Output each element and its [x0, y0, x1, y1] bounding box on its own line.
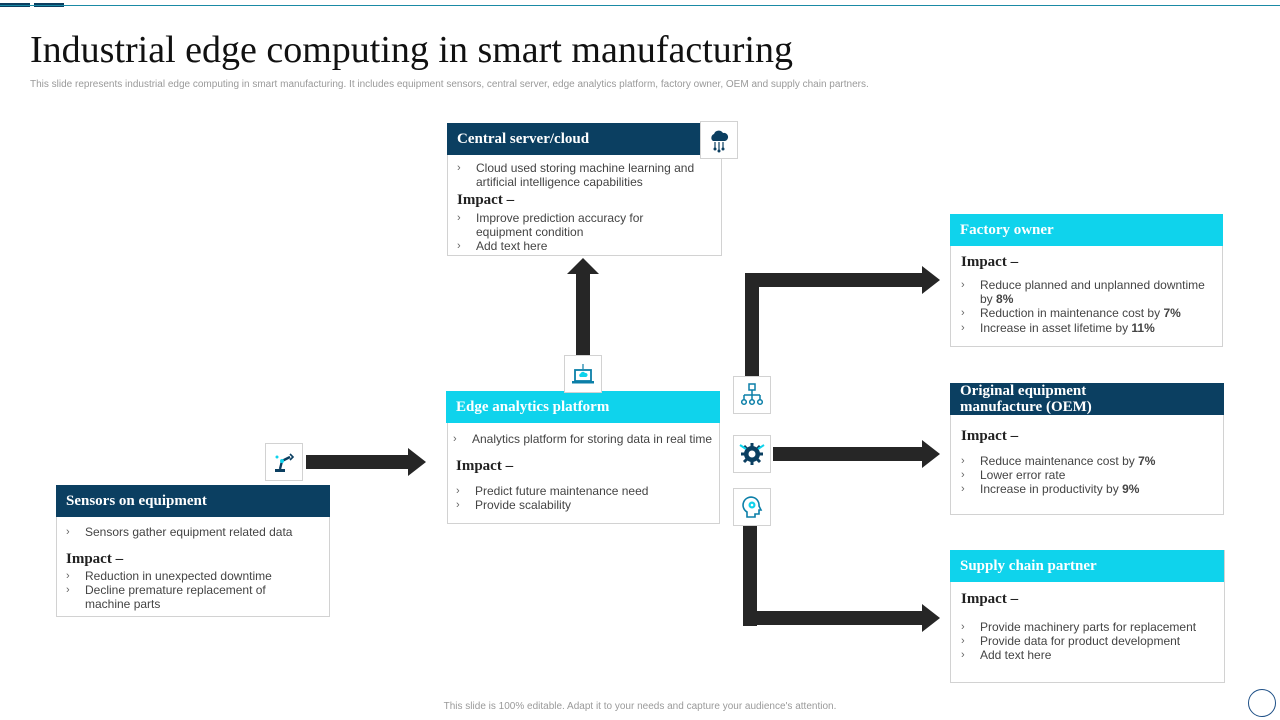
- cloud-laptop-icon: [564, 355, 602, 393]
- sensors-impact-item-1: ›Reduction in unexpected downtime: [66, 569, 272, 583]
- head-gear-icon: [733, 488, 771, 526]
- central-desc-item: ›Cloud used storing machine learning and…: [457, 161, 695, 189]
- factory-impact-item-2: ›Reduction in maintenance cost by 7%: [961, 306, 1181, 320]
- page-title: Industrial edge computing in smart manuf…: [30, 29, 793, 71]
- supply-impact-item-3: ›Add text here: [961, 648, 1052, 662]
- edge-platform-header: Edge analytics platform: [446, 391, 720, 423]
- edge-impact-label: Impact –: [456, 458, 514, 474]
- top-rule: [0, 5, 1280, 6]
- arrow-edge-to-central-shaft: [576, 272, 590, 358]
- arrow-sensors-to-edge-head: [408, 448, 426, 476]
- oem-impact-item-1: ›Reduce maintenance cost by 7%: [961, 454, 1156, 468]
- oem-impact-item-3: ›Increase in productivity by 9%: [961, 482, 1140, 496]
- factory-owner-header: Factory owner: [950, 214, 1223, 246]
- edge-impact-item-2: ›Provide scalability: [456, 498, 572, 512]
- arrow-to-supply-head: [922, 604, 940, 632]
- central-server-header: Central server/cloud: [447, 123, 700, 155]
- edge-desc-item: ›Analytics platform for storing data in …: [453, 432, 713, 446]
- factory-impact-item-3: ›Increase in asset lifetime by 11%: [961, 321, 1155, 335]
- arrow-to-factory-vertical: [745, 273, 759, 377]
- network-hierarchy-icon: [733, 376, 771, 414]
- cloud-network-icon: [700, 121, 738, 159]
- robot-arm-icon: [265, 443, 303, 481]
- arrow-to-oem-shaft: [773, 447, 925, 461]
- arrow-edge-to-central-head: [567, 258, 599, 274]
- footer-note: This slide is 100% editable. Adapt it to…: [443, 701, 837, 712]
- arrow-to-supply-vertical: [743, 526, 757, 626]
- supply-chain-header: Supply chain partner: [950, 550, 1224, 582]
- arrow-to-factory-head: [922, 266, 940, 294]
- edge-impact-item-1: ›Predict future maintenance need: [456, 484, 649, 498]
- supply-impact-label: Impact –: [961, 591, 1019, 607]
- sensors-header: Sensors on equipment: [56, 485, 330, 517]
- sensors-desc-item: ›Sensors gather equipment related data: [66, 525, 293, 539]
- oem-header-line-1: Original equipment: [960, 383, 1087, 399]
- arrow-sensors-to-edge-shaft: [306, 455, 410, 469]
- arrow-to-oem-head: [922, 440, 940, 468]
- supply-impact-item-1: ›Provide machinery parts for replacement: [961, 620, 1197, 634]
- oem-impact-item-2: ›Lower error rate: [961, 468, 1066, 482]
- central-impact-label: Impact –: [457, 192, 515, 208]
- supply-impact-item-2: ›Provide data for product development: [961, 634, 1181, 648]
- corner-circle-decoration: [1248, 689, 1276, 717]
- factory-impact-label: Impact –: [961, 254, 1019, 270]
- oem-header-line-2: manufacture (OEM): [960, 399, 1092, 415]
- arrow-to-factory-horizontal: [745, 273, 925, 287]
- page-subtitle: This slide represents industrial edge co…: [30, 79, 869, 90]
- central-impact-item-2: ›Add text here: [457, 239, 548, 253]
- oem-impact-label: Impact –: [961, 428, 1019, 444]
- gear-wrench-icon: [733, 435, 771, 473]
- arrow-to-supply-horizontal: [743, 611, 925, 625]
- sensors-impact-label: Impact –: [66, 551, 124, 567]
